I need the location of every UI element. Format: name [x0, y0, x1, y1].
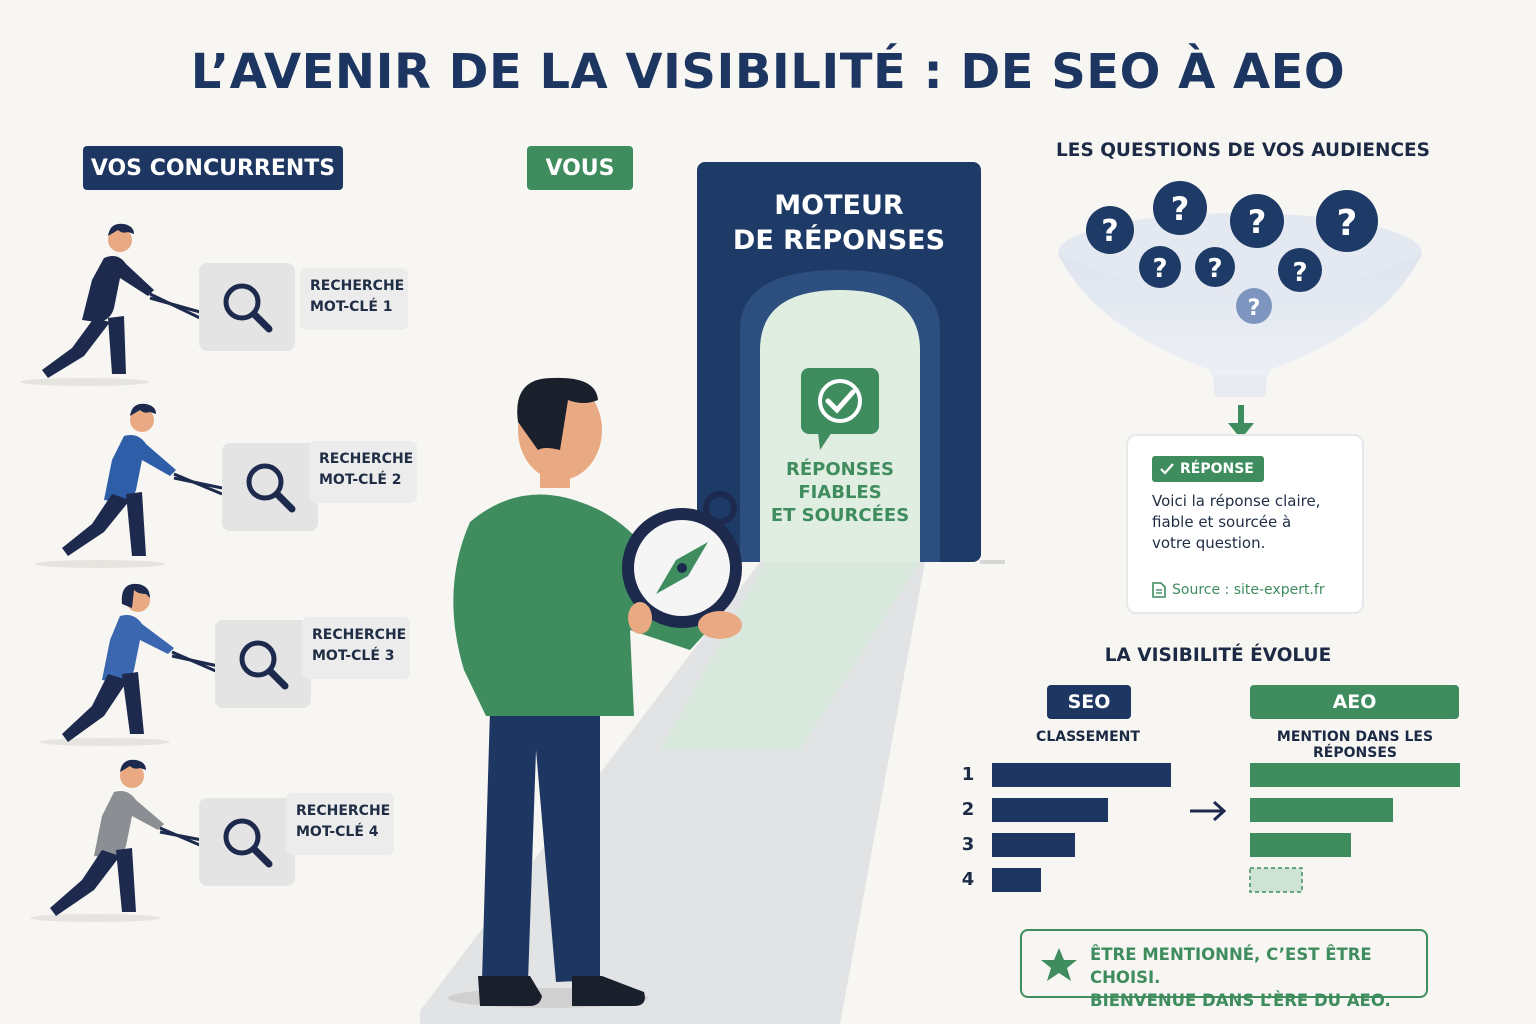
aeo-bar-3 [1250, 833, 1351, 857]
you-tag: VOUS [527, 146, 633, 190]
visibility-title: LA VISIBILITÉ ÉVOLUE [1104, 645, 1332, 666]
competitor-figure-3 [40, 583, 219, 746]
check-icon [1160, 463, 1174, 475]
answer-source: Source : site-expert.fr [1152, 582, 1325, 598]
reliable-answers-text: RÉPONSES FIABLES ET SOURCÉES [770, 459, 910, 526]
rank-number: 2 [961, 799, 975, 820]
question-mark-text: ? [1152, 254, 1167, 284]
check-speech-icon [801, 368, 879, 450]
magnifier-icon [239, 640, 289, 690]
answer-engine-title: MOTEUR DE RÉPONSES [732, 190, 946, 256]
arrow-down-icon [1228, 405, 1254, 439]
rank-number: 4 [961, 869, 975, 890]
keyword-label-4: RECHERCHE MOT-CLÉ 4 [286, 793, 394, 855]
bottom-message: ÊTRE MENTIONNÉ, C’EST ÊTRE CHOISI. BIENV… [1020, 929, 1428, 1010]
keyword-label-3: RECHERCHE MOT-CLÉ 3 [302, 617, 410, 679]
question-mark-text: ? [1171, 190, 1190, 228]
aeo-bar-2 [1250, 798, 1393, 822]
aeo-bar-1 [1250, 763, 1460, 787]
aeo-tag: AEO [1250, 685, 1459, 719]
question-mark-text: ? [1248, 296, 1261, 321]
seo-ranking-label: CLASSEMENT [1036, 729, 1140, 745]
rank-number: 3 [961, 834, 975, 855]
search-box-1 [199, 263, 295, 351]
question-mark-text: ? [1248, 203, 1267, 241]
magnifier-icon [223, 283, 273, 333]
competitors-tag: VOS CONCURRENTS [83, 146, 343, 190]
questions-funnel: ? ? ? ? ? ? ? ? [1058, 181, 1422, 439]
seo-tag: SEO [1047, 685, 1131, 719]
question-mark-text: ? [1101, 214, 1118, 249]
page-title: L’AVENIR DE LA VISIBILITÉ : DE SEO À AEO [190, 44, 1346, 100]
competitor-figure-1 [20, 223, 201, 386]
keyword-label-2: RECHERCHE MOT-CLÉ 2 [309, 441, 417, 503]
seo-bar-1 [992, 763, 1171, 787]
search-box-4 [199, 798, 295, 886]
competitor-figure-4 [30, 759, 203, 922]
aeo-bar-4 [1249, 867, 1303, 893]
magnifier-icon [246, 463, 296, 513]
question-mark-text: ? [1207, 254, 1222, 284]
seo-bar-4 [992, 868, 1041, 892]
arrow-right-icon [1190, 800, 1227, 822]
seo-bar-2 [992, 798, 1108, 822]
rank-number: 1 [961, 764, 975, 785]
answer-card: RÉPONSE Voici la réponse claire, fiable … [1126, 434, 1364, 614]
seo-bar-3 [992, 833, 1075, 857]
question-mark-text: ? [1337, 203, 1358, 244]
visibility-bars [992, 763, 1460, 893]
answer-engine-illustration [420, 162, 1005, 1024]
answer-badge: RÉPONSE [1152, 456, 1264, 482]
search-box-3 [215, 620, 311, 708]
competitor-figure-2 [35, 403, 223, 568]
questions-title: LES QUESTIONS DE VOS AUDIENCES [1056, 140, 1430, 161]
answer-text: Voici la réponse claire, fiable et sourc… [1152, 492, 1321, 552]
question-mark-text: ? [1292, 258, 1307, 288]
keyword-label-1: RECHERCHE MOT-CLÉ 1 [300, 268, 408, 330]
magnifier-icon [223, 818, 273, 868]
competitors-illustration [20, 223, 223, 922]
aeo-mention-label: MENTION DANS LES RÉPONSES [1276, 729, 1434, 761]
question-bubble-icon: ? ? ? ? ? ? ? ? [1086, 181, 1378, 324]
star-icon [1041, 948, 1077, 981]
search-box-2 [222, 443, 318, 531]
document-icon [1152, 582, 1166, 598]
compass-icon [622, 491, 742, 628]
